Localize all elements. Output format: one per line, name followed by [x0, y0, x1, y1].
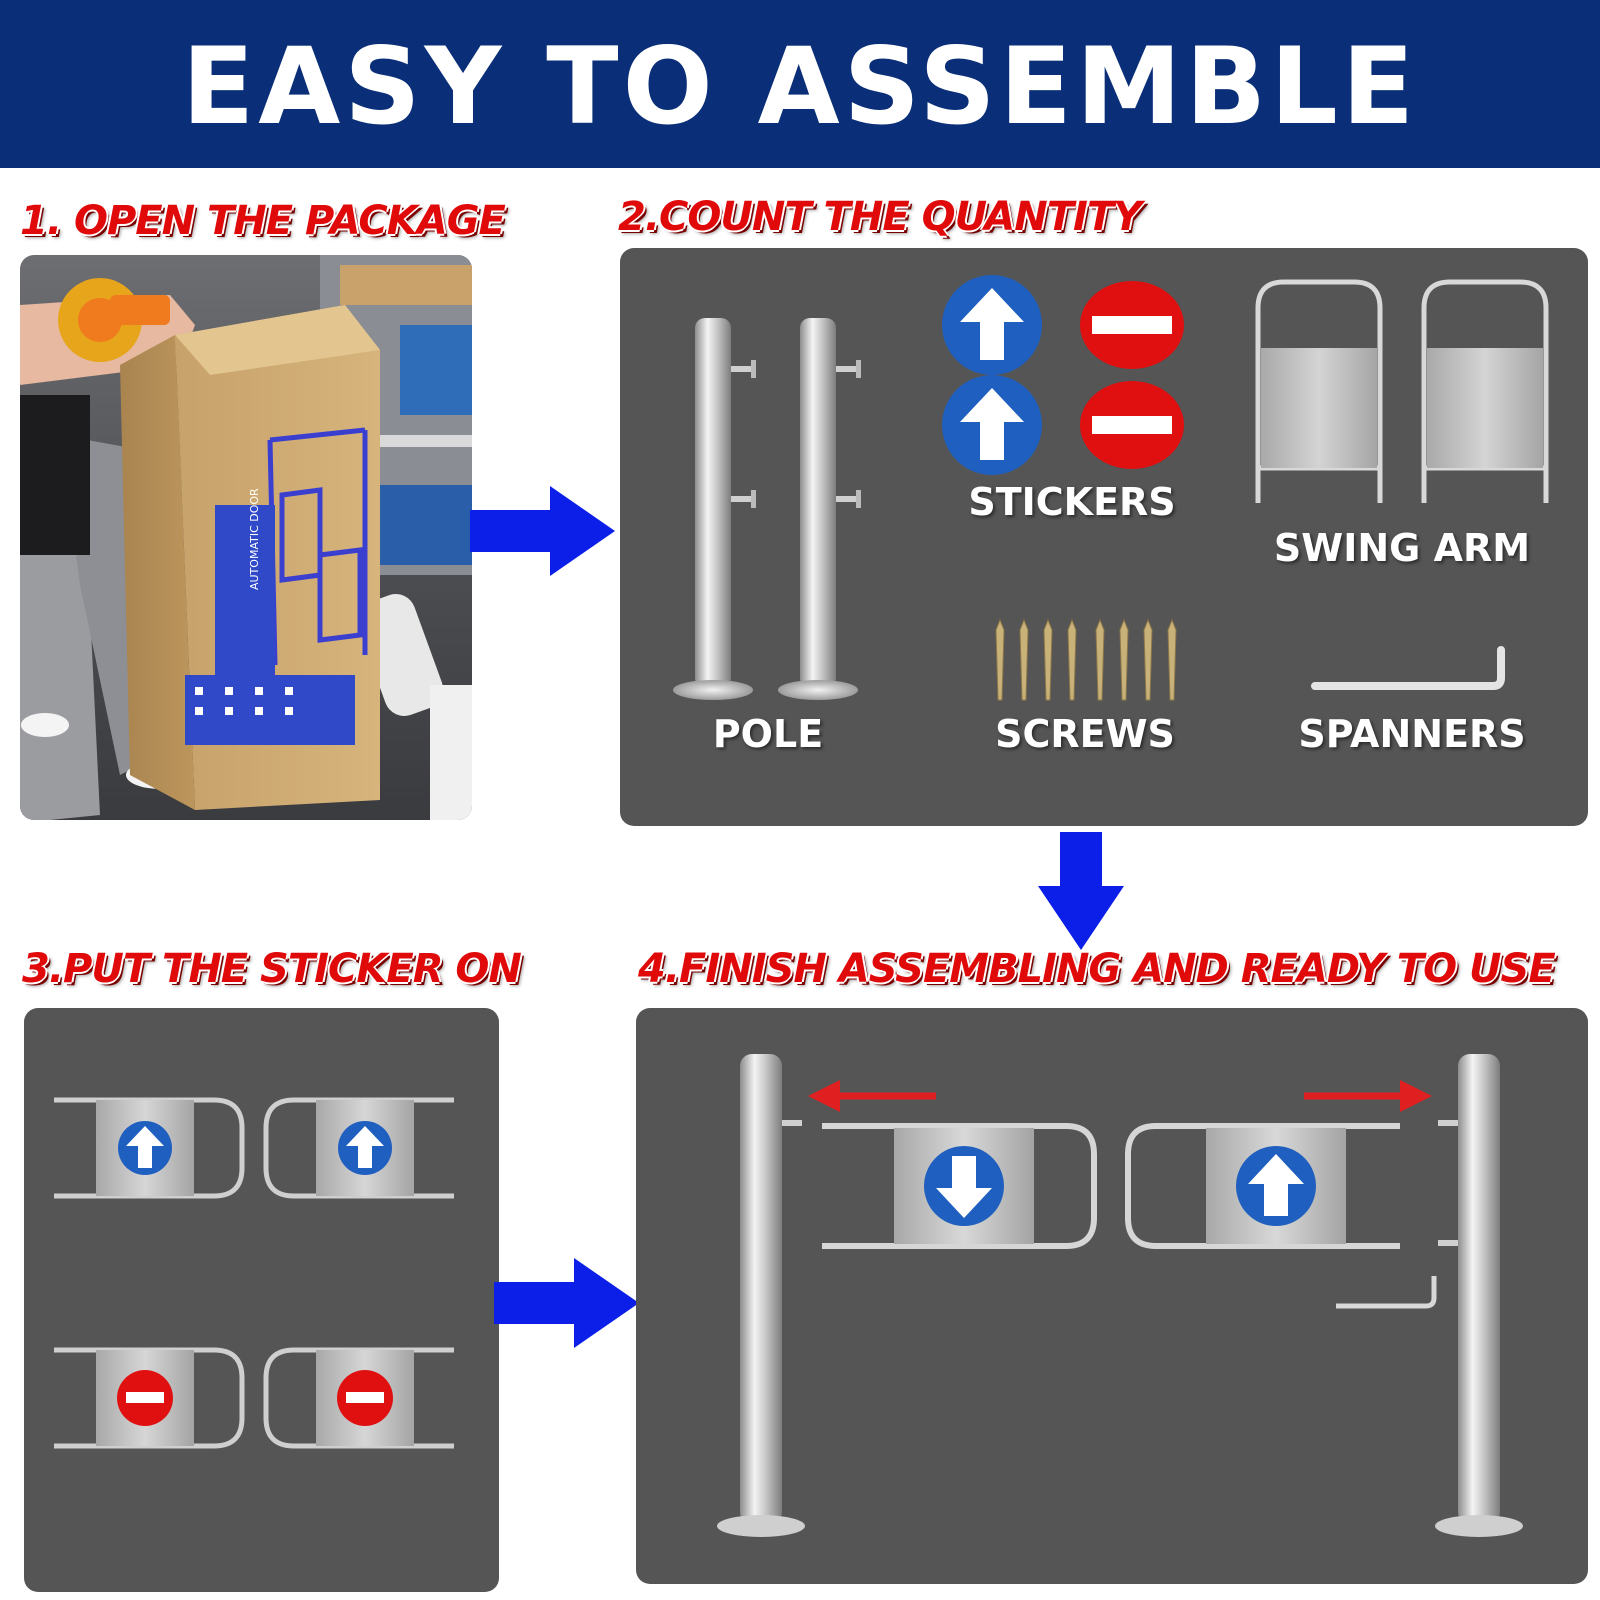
swing-arms-with-stickers — [54, 1097, 454, 1449]
swing-arm-right — [1421, 279, 1549, 503]
pole-left — [717, 1054, 805, 1537]
pole-left — [673, 318, 756, 700]
box-label-english: AUTOMATIC DOOR — [248, 488, 261, 590]
pole-parts-illustration — [673, 318, 861, 700]
screw-parts-illustration — [995, 618, 1177, 701]
step-4-title: 4.FINISH ASSEMBLING AND READY TO USE — [638, 946, 1556, 992]
package-photo: AUTOMATIC DOOR 手推门 — [20, 255, 472, 820]
header-banner: EASY TO ASSEMBLE — [0, 0, 1600, 168]
box-label-chinese: 手推门 — [227, 517, 246, 565]
swing-arm-top-left — [54, 1097, 245, 1199]
parts-panel: STICKERS SWING ARM POLE SCREWS SPANNERS — [620, 248, 1588, 826]
screws-label: SCREWS — [995, 712, 1175, 756]
sticker-application-panel — [24, 1008, 499, 1592]
down-arrow-sticker-icon — [924, 1146, 1004, 1226]
sticker-parts-illustration — [942, 275, 1184, 475]
stickers-label: STICKERS — [968, 480, 1176, 524]
assembled-gate-panel — [636, 1008, 1588, 1584]
arrow-right-icon — [494, 1258, 639, 1348]
page-title: EASY TO ASSEMBLE — [181, 25, 1419, 148]
pole-right — [778, 318, 861, 700]
swing-arm-top-right — [263, 1097, 454, 1199]
step-1-title: 1. OPEN THE PACKAGE — [20, 198, 506, 244]
up-arrow-sticker-icon — [118, 1121, 172, 1175]
direction-arrow-right-icon — [1304, 1080, 1432, 1112]
assembled-gate-illustration — [717, 1054, 1523, 1537]
no-entry-sticker-icon — [1080, 381, 1184, 469]
package-illustration: AUTOMATIC DOOR 手推门 — [20, 255, 472, 820]
pole-right — [1435, 1054, 1523, 1537]
swing-arm-label: SWING ARM — [1273, 526, 1531, 570]
swing-arm-left — [1255, 279, 1383, 503]
pole-label: POLE — [712, 712, 824, 756]
no-entry-sticker-icon — [337, 1370, 393, 1426]
no-entry-sticker-icon — [117, 1370, 173, 1426]
step-2-title: 2.COUNT THE QUANTITY — [618, 194, 1142, 240]
arrow-down-icon — [1038, 832, 1124, 950]
spanners-label: SPANNERS — [1298, 712, 1526, 756]
arrow-right-icon — [470, 486, 615, 576]
up-arrow-sticker-icon — [338, 1121, 392, 1175]
up-arrow-sticker-icon — [942, 375, 1042, 475]
spanner-parts-illustration — [1311, 646, 1505, 690]
up-arrow-sticker-icon — [942, 275, 1042, 375]
step-3-title: 3.PUT THE STICKER ON — [22, 946, 522, 992]
up-arrow-sticker-icon — [1236, 1146, 1316, 1226]
no-entry-sticker-icon — [1080, 281, 1184, 369]
spanner-icon — [1336, 1276, 1437, 1309]
direction-arrow-left-icon — [808, 1080, 936, 1112]
swing-arm-parts-illustration — [1255, 279, 1549, 503]
